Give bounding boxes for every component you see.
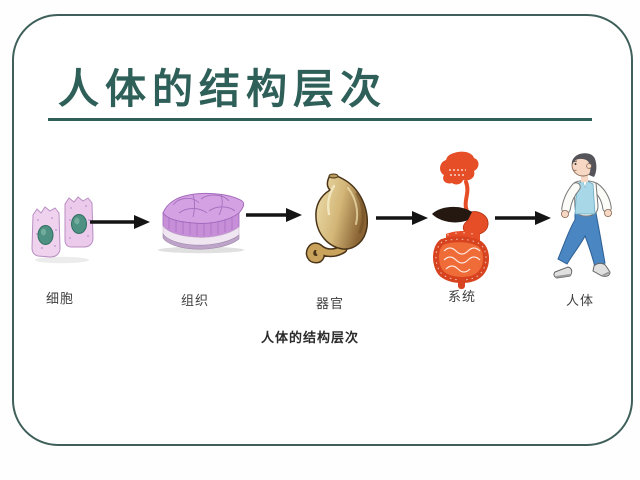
human-body-illustration: [553, 153, 613, 279]
item-label-body: 人体: [565, 294, 594, 309]
tissue-illustration: [158, 192, 245, 254]
item-label-system: 系统: [447, 290, 476, 305]
diagram-caption: 人体的结构层次: [260, 331, 359, 346]
stomach-organ-illustration: [305, 173, 368, 264]
cells-illustration: [31, 196, 94, 264]
arrow-icon: [495, 211, 551, 225]
arrow-icon: [246, 208, 302, 222]
digestive-system-illustration: [432, 151, 489, 289]
arrow-icon: [376, 211, 428, 225]
arrow-icon: [90, 215, 150, 229]
item-label-cells: 细胞: [45, 292, 74, 307]
slide-title: 人体的结构层次: [58, 65, 387, 113]
item-label-organ: 器官: [315, 297, 344, 312]
title-underline: [48, 118, 592, 121]
item-label-tissue: 组织: [180, 294, 209, 309]
